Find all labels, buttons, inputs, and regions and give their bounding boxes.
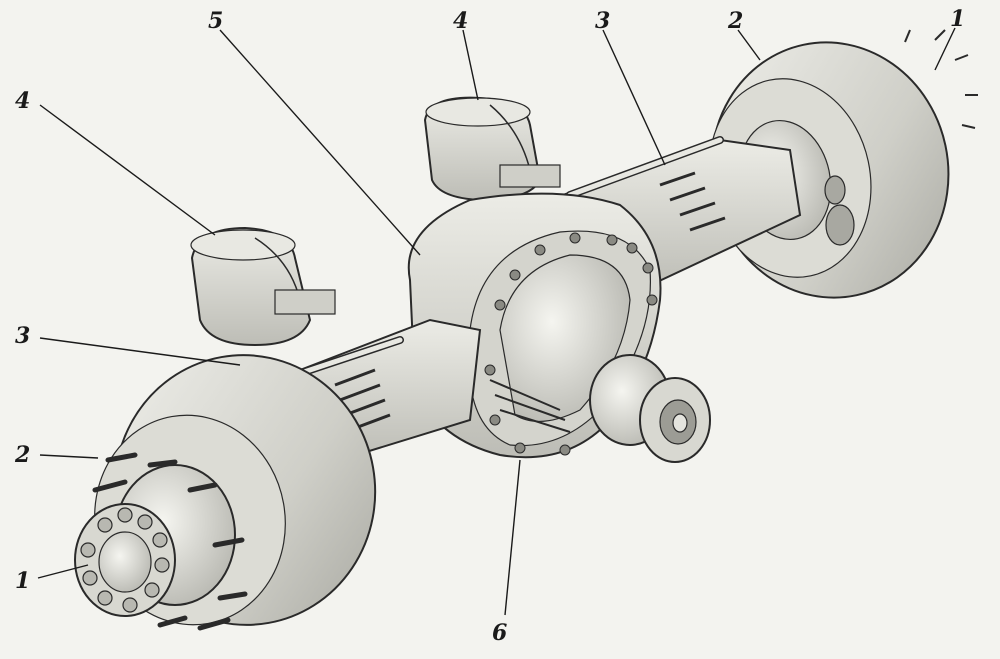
right-brake-chamber <box>423 96 561 202</box>
callout-5: 5 <box>208 8 223 34</box>
callout-1-right: 1 <box>950 6 965 32</box>
callout-3-right: 3 <box>595 8 610 34</box>
callout-3-left: 3 <box>15 323 30 349</box>
leader-lines <box>37 27 956 616</box>
callout-4-left: 4 <box>15 88 30 114</box>
left-hub-nuts <box>80 507 170 613</box>
callout-4-top: 4 <box>453 8 468 34</box>
callout-2-left: 2 <box>14 442 30 468</box>
pinion-flange <box>589 354 711 463</box>
left-brake-chamber <box>190 226 336 347</box>
left-wheel-studs <box>92 452 248 631</box>
differential-bolts <box>484 232 658 456</box>
callout-6: 6 <box>492 620 507 646</box>
callout-2-right: 2 <box>727 8 743 34</box>
callout-1-left: 1 <box>15 568 30 594</box>
right-brake-camshaft <box>566 136 724 199</box>
right-hub-studs <box>904 29 978 129</box>
